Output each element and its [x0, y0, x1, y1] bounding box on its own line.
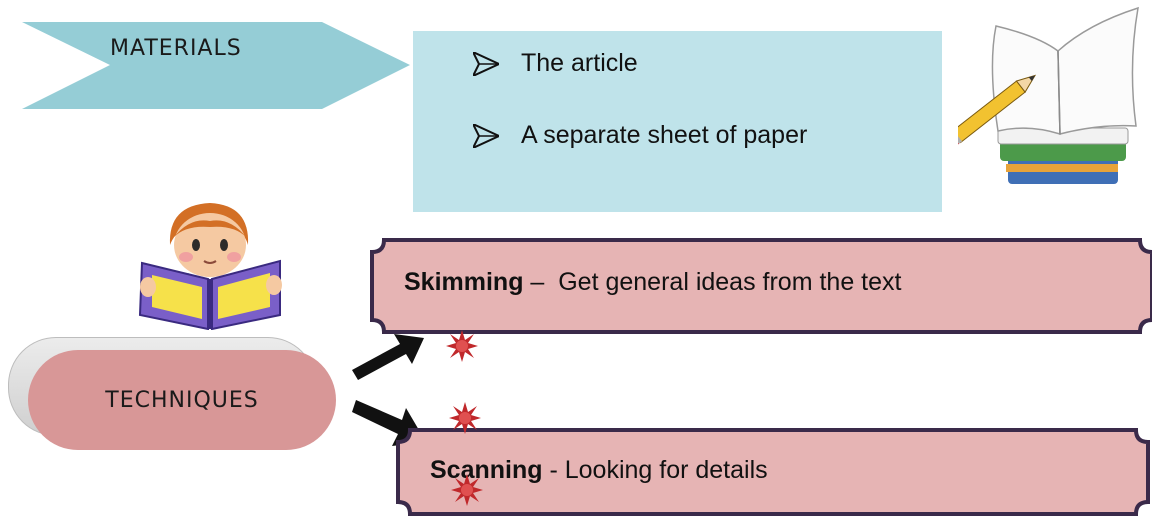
materials-item-text: The article [521, 49, 638, 77]
materials-item: The article [473, 49, 638, 78]
techniques-pill: TECHNIQUES [28, 350, 336, 450]
arrow-bullet-icon [473, 123, 499, 148]
techniques-label: TECHNIQUES [105, 387, 259, 413]
skimming-description: Get general ideas from the text [558, 268, 902, 296]
skimming-text: Skimming – Get general ideas from the te… [404, 268, 901, 297]
materials-label: MATERIALS [110, 36, 242, 61]
burst-icon [451, 474, 483, 506]
scanning-scroll-box [396, 428, 1150, 516]
arrow-bullet-icon [473, 51, 499, 76]
burst-icon [446, 330, 478, 362]
reading-boy-illustration [138, 203, 282, 330]
scanning-term: Scanning [430, 456, 543, 484]
book-pencil-illustration [958, 6, 1139, 184]
burst-icon [449, 402, 481, 434]
skimming-separator: – [523, 268, 559, 296]
scanning-description: Looking for details [564, 456, 768, 484]
scanning-text: Scanning - Looking for details [430, 456, 768, 485]
materials-item-text: A separate sheet of paper [521, 121, 808, 149]
materials-box: The article A separate sheet of paper [413, 31, 942, 212]
materials-item: A separate sheet of paper [473, 121, 807, 150]
arrow-icon [352, 334, 424, 380]
materials-banner [22, 22, 410, 109]
skimming-scroll-box [370, 238, 1152, 334]
scanning-separator: - [542, 456, 565, 484]
skimming-term: Skimming [404, 268, 524, 296]
